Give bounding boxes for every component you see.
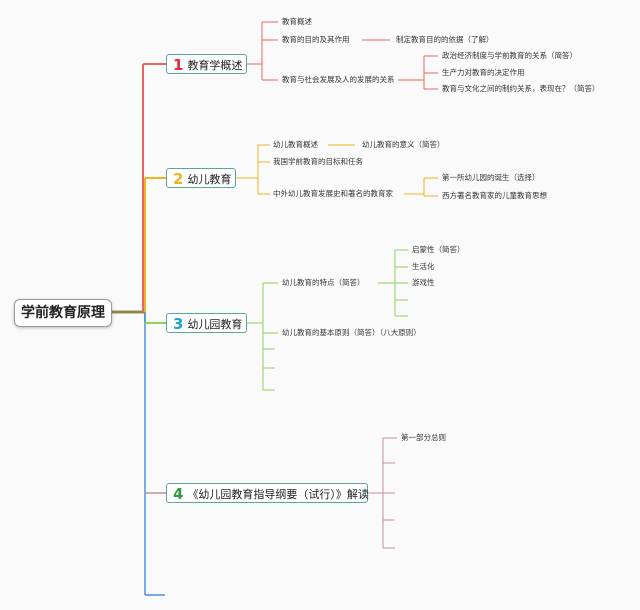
branch-1-child-3-sub-1[interactable]: 政治经济制度与学前教育的关系（简答） [442, 51, 577, 60]
branch-1-label: 教育学概述 [187, 59, 243, 72]
branch-3-child-1-sub-3[interactable]: 游戏性 [412, 278, 435, 287]
branch-2-number: 2 [173, 170, 184, 188]
branch-2-child-1[interactable]: 幼儿教育概述 [273, 140, 318, 149]
branch-3-child-1[interactable]: 幼儿教育的特点（简答） [282, 278, 365, 287]
branch-1-child-2-sub[interactable]: 制定教育目的的依据（了解） [396, 35, 494, 44]
branch-4-number: 4 [173, 485, 184, 503]
branch-2-child-2[interactable]: 我国学前教育的目标和任务 [273, 157, 363, 166]
branch-1-child-3[interactable]: 教育与社会发展及人的发展的关系 [282, 75, 395, 84]
branch-1-child-1[interactable]: 教育概述 [282, 17, 312, 26]
branch-2-child-1-sub[interactable]: 幼儿教育的意义（简答） [362, 140, 445, 149]
branch-3-label: 幼儿园教育 [187, 318, 243, 331]
branch-1-child-3-sub-3[interactable]: 教育与文化之间的制约关系，表现在？（简答） [442, 84, 600, 93]
branch-4-children-lines [368, 437, 397, 549]
branch-1-children-lines [247, 21, 438, 90]
branch-3-number: 3 [173, 315, 184, 333]
branch-4-topic[interactable]: 4《幼儿园教育指导纲要（试行）》解读 [166, 483, 369, 503]
branch-4-child-1[interactable]: 第一部分总则 [401, 433, 446, 442]
branch-4-label: 《幼儿园教育指导纲要（试行）》解读 [187, 488, 369, 501]
branch-2-label: 幼儿教育 [187, 173, 232, 186]
branch-3-child-2[interactable]: 幼儿教育的基本原则（简答）（八大原则） [282, 328, 421, 337]
root-node[interactable]: 学前教育原理 [14, 299, 112, 327]
branch-3-children-lines [247, 249, 408, 391]
branch-1-child-3-sub-2[interactable]: 生产力对教育的决定作用 [442, 68, 525, 77]
branch-2-child-3-sub-2[interactable]: 西方著名教育家的儿童教育思想 [442, 191, 547, 200]
branch-2-child-3[interactable]: 中外幼儿教育发展史和著名的教育家 [273, 189, 393, 198]
branch-3-child-1-sub-2[interactable]: 生活化 [412, 262, 435, 271]
branch-2-child-3-sub-1[interactable]: 第一所幼儿园的诞生（选择） [442, 173, 540, 182]
branch-1-number: 1 [173, 56, 184, 74]
branch-1-child-2[interactable]: 教育的目的及其作用 [282, 35, 350, 44]
branch-3-child-1-sub-1[interactable]: 启蒙性（简答） [412, 245, 465, 254]
branch-2-children-lines [236, 144, 438, 197]
